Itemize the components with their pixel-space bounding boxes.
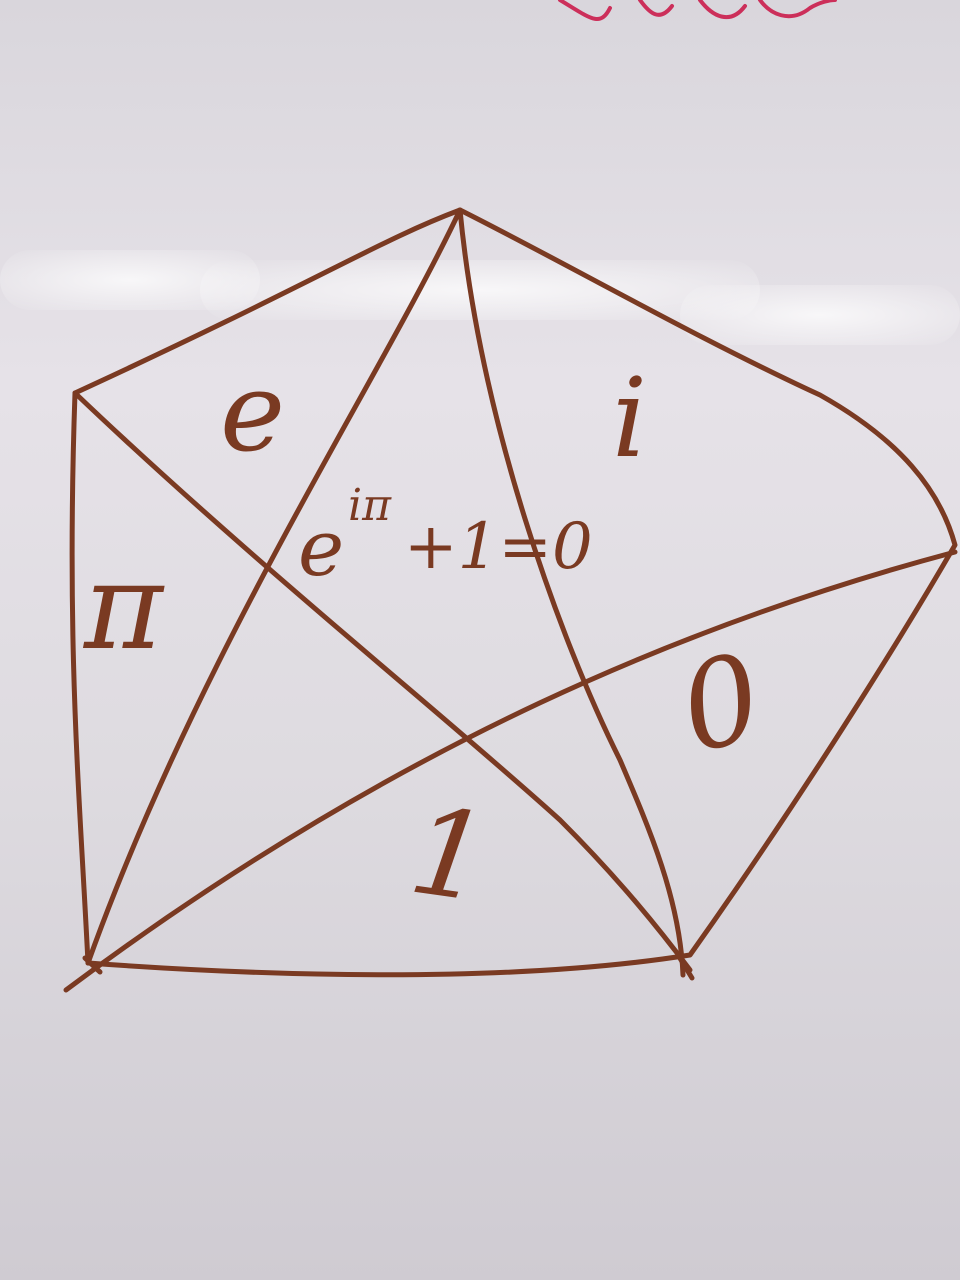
star-line-top-to-bottomright: [457, 207, 686, 978]
label-i: i: [612, 354, 647, 482]
label-zero: 0: [667, 628, 775, 781]
light-glare-right: [680, 285, 960, 345]
top-scribble: [558, 0, 837, 21]
label-pi: π: [82, 538, 165, 677]
star-line-top-to-bottomleft: [85, 207, 463, 966]
equation-rest: +1=0: [404, 510, 593, 584]
equation-exponent: iπ: [348, 480, 392, 531]
equation-base: e: [298, 504, 344, 594]
label-one: 1: [402, 782, 497, 930]
star-line-left-to-bottomright: [72, 390, 693, 973]
pentagon-outline: [69, 207, 958, 978]
star-line-right-to-bottomleft: [63, 549, 958, 993]
vertex-tick-bottom: [82, 952, 695, 981]
label-e: e: [220, 348, 285, 476]
